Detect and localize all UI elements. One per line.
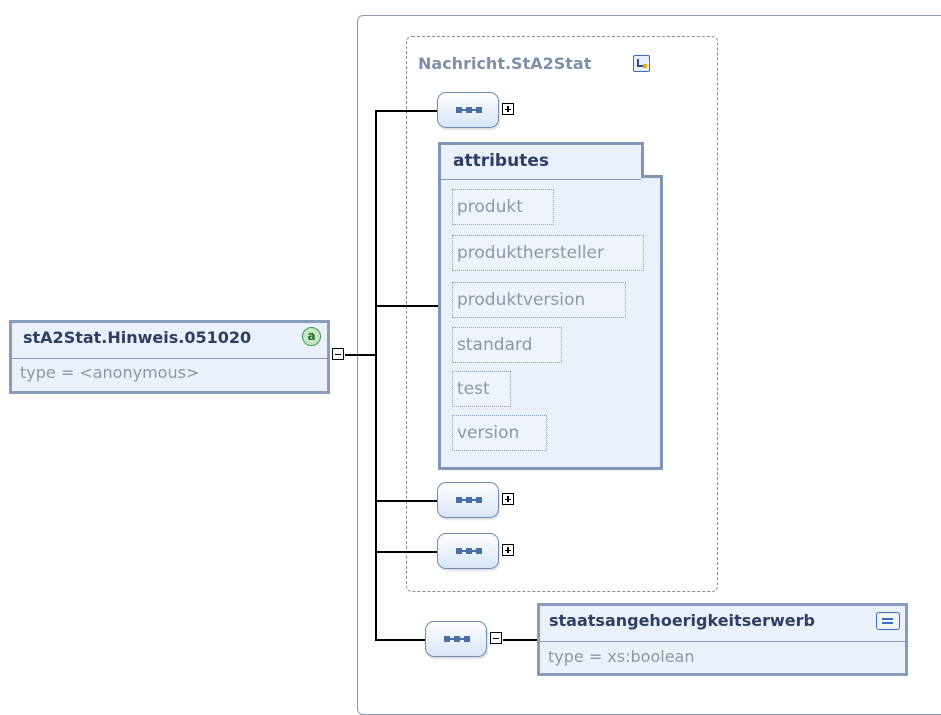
child-element-name: staatsangehoerigkeitserwerb: [549, 611, 815, 630]
connector-branch-4: [375, 639, 426, 641]
documentation-icon: [876, 612, 900, 630]
sequence-icon[interactable]: [425, 621, 487, 657]
sequence-icon[interactable]: [437, 92, 499, 128]
connector-branch-2: [375, 500, 438, 502]
expand-icon[interactable]: [502, 493, 514, 505]
attributes-title: attributes: [453, 151, 549, 171]
root-element-box[interactable]: [9, 320, 330, 394]
collapse-icon[interactable]: [332, 348, 344, 360]
collapse-icon[interactable]: [490, 632, 502, 644]
attribute-badge-icon: a: [302, 327, 321, 346]
sequence-icon[interactable]: [437, 482, 499, 518]
attribute-item[interactable]: test: [452, 371, 511, 407]
expand-icon[interactable]: [502, 103, 514, 115]
child-element-type: type = xs:boolean: [548, 647, 695, 666]
connector-root-stub: [345, 354, 376, 356]
root-element-type: type = <anonymous>: [20, 363, 200, 382]
root-element-name: stA2Stat.Hinweis.051020: [23, 328, 252, 347]
connector-child-stub: [503, 639, 539, 641]
group-title[interactable]: Nachricht.StA2Stat: [418, 54, 592, 73]
group-icon: [633, 55, 650, 72]
attribute-item[interactable]: version: [452, 415, 547, 451]
attributes-corner: [641, 142, 663, 178]
connector-trunk: [375, 110, 377, 640]
connector-branch-attributes: [375, 305, 438, 307]
group-reference-box: [406, 36, 718, 592]
attribute-item[interactable]: produkt: [452, 189, 554, 225]
attribute-item[interactable]: standard: [452, 327, 562, 363]
attribute-item[interactable]: produktversion: [452, 282, 626, 318]
expand-icon[interactable]: [502, 544, 514, 556]
attribute-item[interactable]: produkthersteller: [452, 235, 644, 271]
connector-branch-1: [375, 110, 438, 112]
sequence-icon[interactable]: [437, 533, 499, 569]
attributes-header: [441, 145, 641, 180]
connector-branch-3: [375, 551, 438, 553]
child-element-box[interactable]: [537, 603, 908, 676]
